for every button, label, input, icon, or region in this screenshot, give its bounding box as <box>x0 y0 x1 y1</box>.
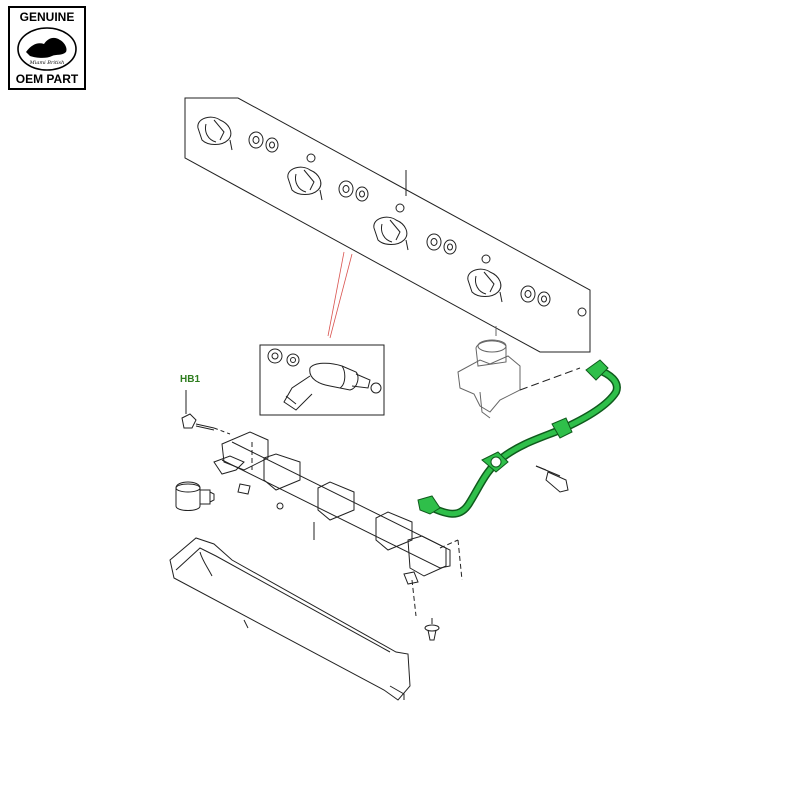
seal-kit-panel <box>184 97 591 353</box>
pump-leader-dashed <box>519 367 581 391</box>
o-ring-pair-4 <box>520 285 587 317</box>
pipe-mounting-bolt <box>535 465 569 493</box>
cover-inner-edge <box>175 547 391 653</box>
cover-rib <box>199 551 213 577</box>
injector-clip-3 <box>373 203 409 251</box>
badge-bottom-text: OEM PART <box>15 72 79 86</box>
cover-push-clip <box>424 618 440 641</box>
fuel-injector <box>267 348 382 411</box>
callout-hb1: HB1 <box>180 374 201 385</box>
red-leader-lines <box>327 251 353 339</box>
high-pressure-fuel-pump <box>457 326 521 419</box>
high-pressure-fuel-pipe <box>417 359 621 518</box>
british-isles-silhouette-icon: Miami British <box>17 27 77 71</box>
injector-clip-2 <box>287 153 323 201</box>
fuel-pressure-sensor <box>175 481 215 511</box>
o-ring-pair-2 <box>338 180 369 202</box>
hb1-bolt <box>181 390 231 435</box>
badge-logo-text: Miami British <box>29 60 65 66</box>
genuine-oem-badge: GENUINE Miami British OEM PART <box>8 6 86 90</box>
cover-mark <box>243 619 249 629</box>
injector-detail-box <box>259 344 385 416</box>
o-ring-pair-1 <box>248 131 279 153</box>
o-ring-pair-3 <box>426 233 457 255</box>
fuel-rail-cover <box>169 537 411 701</box>
fuel-rail <box>213 431 463 617</box>
cover-lip <box>389 685 405 700</box>
badge-top-text: GENUINE <box>19 10 75 24</box>
injector-clip-1 <box>197 116 233 151</box>
injector-clip-4 <box>467 254 503 303</box>
